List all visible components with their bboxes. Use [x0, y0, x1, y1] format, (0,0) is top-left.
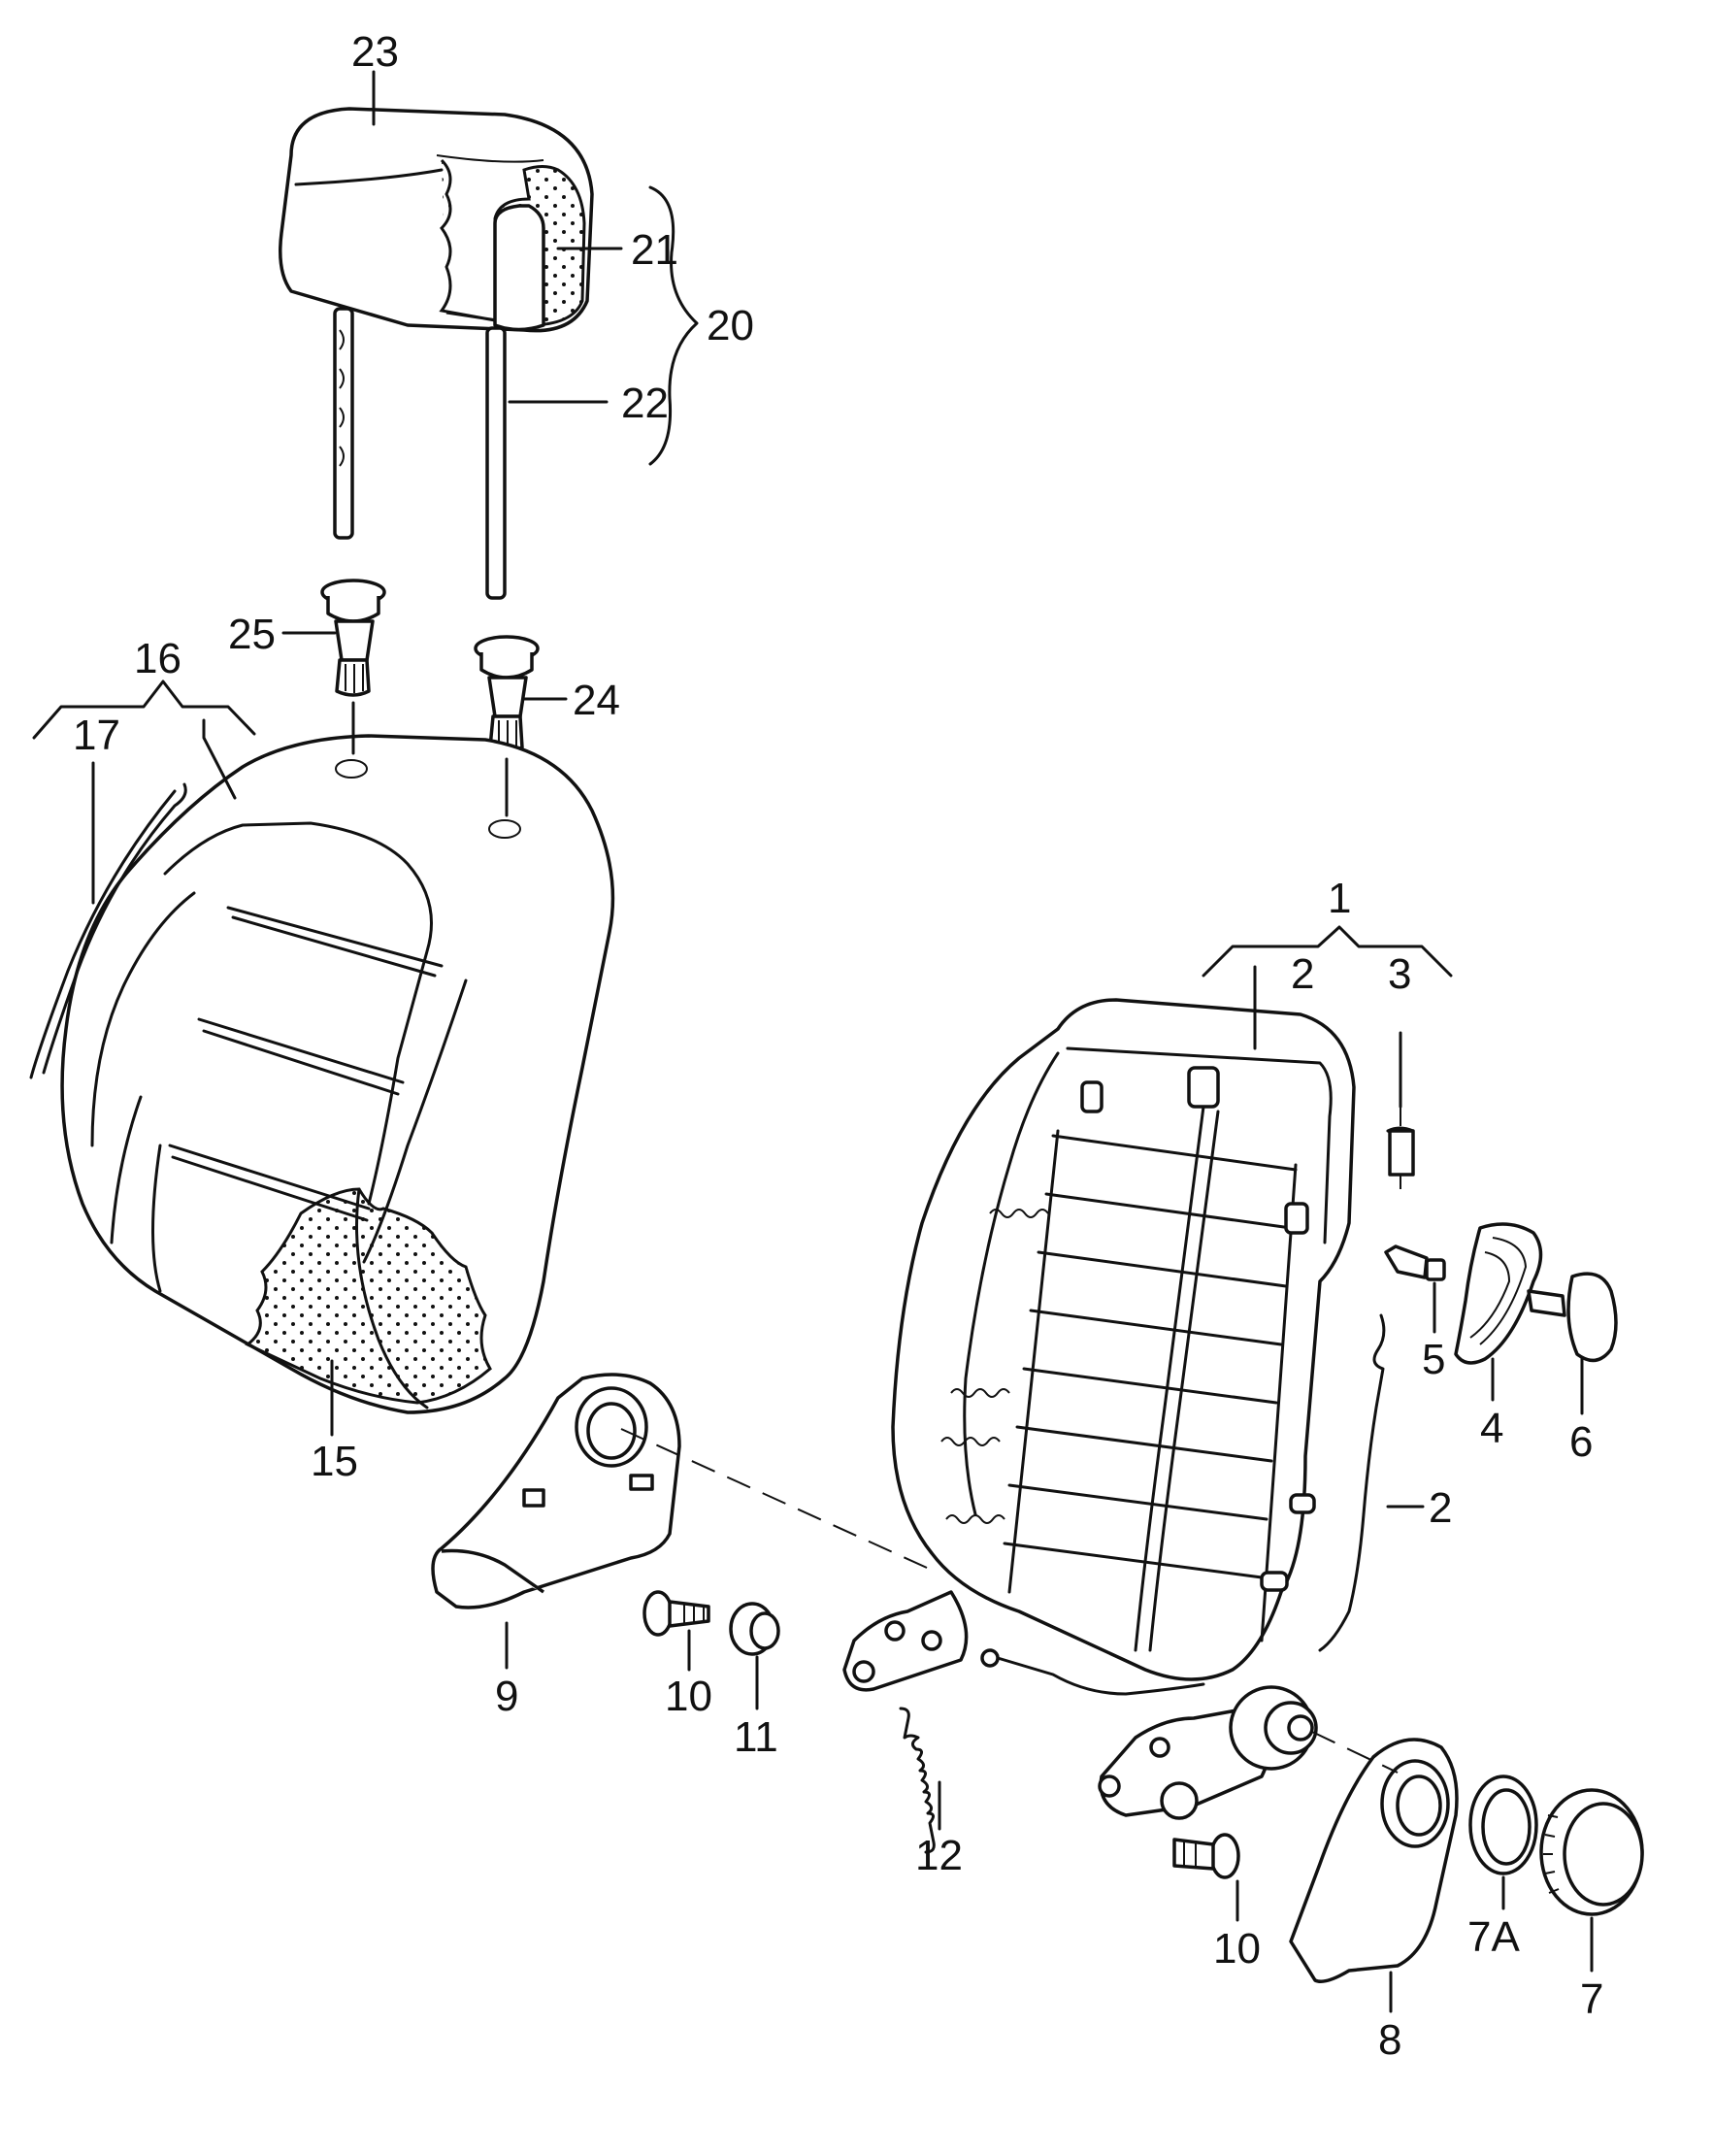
callout-17: 17: [73, 712, 120, 759]
callout-16: 16: [134, 635, 181, 682]
callout-5: 5: [1422, 1336, 1445, 1383]
callout-labels: 23 21 20 22 25 16 24 17 15 1 2 3 5 4 6 2…: [73, 28, 1603, 2064]
headrest-guide-sleeve-25: [320, 579, 386, 697]
callout-8: 8: [1378, 2016, 1401, 2064]
backrest-foam-cutaway: [245, 1187, 492, 1410]
bolt-10-right: [1172, 1833, 1240, 1879]
bolt-10-left: [642, 1590, 710, 1637]
callout-22: 22: [621, 380, 669, 427]
callout-1: 1: [1328, 875, 1351, 922]
callout-2-right: 2: [1429, 1484, 1452, 1532]
backrest-cover: [29, 734, 615, 1414]
callout-12: 12: [915, 1832, 963, 1879]
callout-9: 9: [495, 1673, 518, 1720]
release-lever-4: [1454, 1222, 1543, 1365]
headrest: [279, 107, 594, 600]
backrest-rear-panel: [29, 782, 187, 1079]
handle-6: [1527, 1272, 1618, 1363]
tension-spring-3: [1386, 1107, 1415, 1189]
callout-10-right: 10: [1213, 1925, 1261, 1973]
headrest-guide-rod-right: [485, 326, 507, 600]
callout-23: 23: [351, 28, 399, 76]
recliner-mechanism: [1229, 1685, 1318, 1771]
callout-7: 7: [1580, 1975, 1603, 2023]
callout-11: 11: [734, 1713, 778, 1761]
knob-7: [1539, 1788, 1644, 1916]
spring-12: [899, 1707, 936, 1854]
backrest-frame: [842, 998, 1356, 1820]
ring-7a: [1468, 1775, 1538, 1875]
headrest-guide-sleeve-24: [474, 635, 540, 753]
callout-10-left: 10: [665, 1673, 712, 1720]
bowden-cable: [980, 1313, 1386, 1696]
headrest-guide-rod-left: [333, 307, 354, 540]
frame-slats: [1003, 1105, 1298, 1652]
callout-25: 25: [228, 611, 276, 658]
callout-4: 4: [1480, 1405, 1503, 1452]
callout-21: 21: [631, 226, 678, 274]
callout-20: 20: [707, 302, 754, 349]
callout-6: 6: [1569, 1418, 1593, 1466]
callout-24: 24: [573, 677, 620, 724]
side-trim-panel-8: [1289, 1738, 1459, 1983]
callout-15: 15: [311, 1438, 358, 1485]
side-trim-panel-9: [431, 1373, 681, 1609]
bolt-5: [1384, 1244, 1446, 1281]
bushing-11: [729, 1602, 780, 1656]
callout-3: 3: [1388, 950, 1411, 998]
callout-7a: 7A: [1467, 1913, 1520, 1961]
callout-2-top: 2: [1291, 950, 1314, 998]
leader-lines: [32, 70, 1594, 2013]
